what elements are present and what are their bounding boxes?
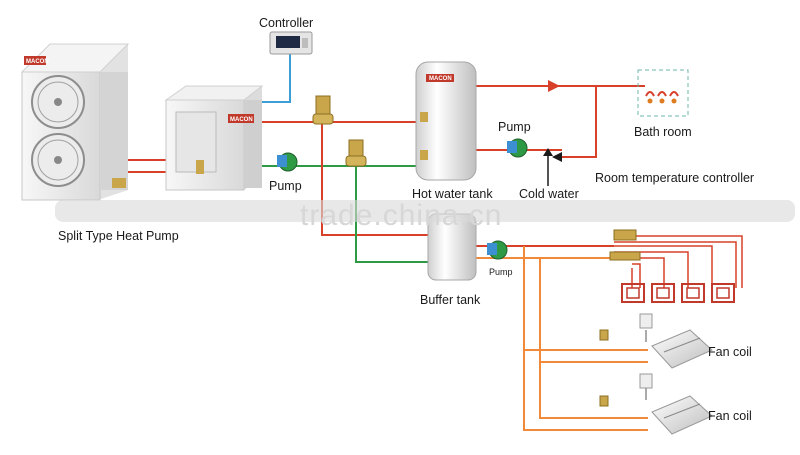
- fan-coil-return: [539, 258, 648, 419]
- shower-icon: [645, 91, 679, 104]
- floor-loop: [632, 263, 641, 288]
- tank-brand: MACON: [429, 76, 452, 82]
- floor-loop: [614, 245, 713, 288]
- controller-label: Controller: [259, 16, 313, 30]
- valve-icon: [599, 395, 609, 407]
- watermark-band: trade.china.cn: [55, 199, 795, 232]
- hot-branch-pipe: [321, 122, 430, 236]
- pump-icon: [487, 240, 508, 260]
- thermostat-icon: [639, 373, 653, 389]
- valve-icon: [599, 329, 609, 341]
- floor-loop: [614, 241, 737, 288]
- pump-buffer-label: Pump: [489, 267, 513, 277]
- thermostat-icon: [639, 313, 653, 329]
- hot-water-tank-icon: MACON: [415, 61, 477, 181]
- valve-icon: [312, 95, 334, 125]
- fan-coil-icon: [651, 395, 713, 435]
- fan-coil-supply: [523, 246, 648, 431]
- bath-supply-pipe: [475, 85, 597, 158]
- fan-coil-1-label: Fan coil: [708, 345, 752, 359]
- pump-hot-label: Pump: [498, 120, 531, 134]
- outdoor-brand: MACON: [26, 59, 49, 65]
- fan-coil-icon: [651, 329, 713, 369]
- floor-heating-coil-icon: [621, 283, 645, 303]
- hot-water-tank-label: Hot water tank: [412, 187, 493, 201]
- indoor-brand: MACON: [230, 117, 253, 123]
- pump-icon: [277, 152, 298, 172]
- indoor-unit-icon: MACON: [164, 85, 264, 191]
- pump-main-label: Pump: [269, 179, 302, 193]
- floor-heating-coil-icon: [681, 283, 705, 303]
- manifold-icon: [609, 229, 641, 261]
- fan-coil-2-label: Fan coil: [708, 409, 752, 423]
- floor-heating-coil-icon: [651, 283, 675, 303]
- bath-room-box: [637, 69, 689, 117]
- pump-icon: [507, 138, 528, 158]
- flow-arrow: [543, 148, 553, 156]
- flow-arrow: [552, 152, 562, 162]
- flow-arrow: [548, 80, 560, 92]
- outdoor-unit-icon: MACON: [20, 43, 130, 201]
- room-temperature-controller-label: Room temperature controller: [595, 171, 754, 185]
- floor-heating-coil-icon: [711, 283, 735, 303]
- floor-loop: [614, 235, 743, 288]
- cold-water-label: Cold water: [519, 187, 579, 201]
- bath-room-label: Bath room: [634, 125, 692, 139]
- controller-line: [262, 52, 291, 103]
- split-type-heat-pump-label: Split Type Heat Pump: [58, 229, 179, 243]
- buffer-tank-label: Buffer tank: [420, 293, 481, 307]
- controller-icon: [269, 31, 313, 55]
- valve-icon: [345, 139, 367, 167]
- watermark-text: trade.china.cn: [300, 199, 502, 232]
- return-branch-pipe: [355, 166, 430, 263]
